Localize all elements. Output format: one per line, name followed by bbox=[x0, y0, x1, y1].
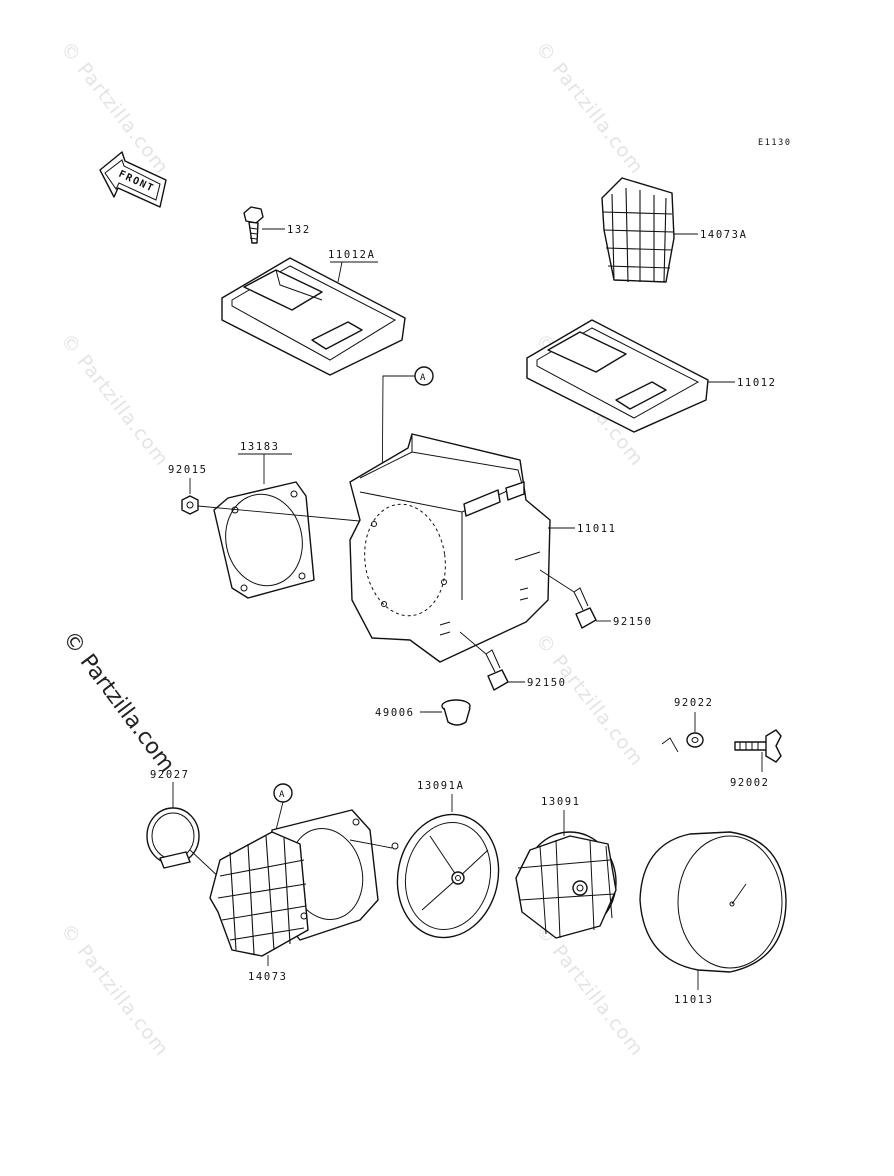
cage-13091-icon bbox=[515, 810, 617, 939]
callout-a-lower-label: A bbox=[279, 790, 286, 800]
label-92027: 92027 bbox=[150, 769, 190, 781]
watermark-6: © Partzilla.com bbox=[56, 920, 173, 1061]
grommet-49006-icon bbox=[420, 699, 471, 726]
duct-14073a-icon bbox=[601, 177, 698, 283]
label-49006: 49006 bbox=[375, 707, 415, 719]
bolt-132-icon bbox=[243, 206, 285, 244]
watermark-2: © Partzilla.com bbox=[531, 38, 648, 179]
watermark-3: © Partzilla.com bbox=[56, 330, 173, 471]
watermark-prominent: © Partzilla.com bbox=[57, 627, 179, 778]
label-11013: 11013 bbox=[674, 994, 714, 1006]
gasket-13183-icon bbox=[213, 453, 315, 599]
air-box-11011-icon bbox=[349, 433, 575, 663]
label-13091: 13091 bbox=[541, 796, 581, 808]
front-arrow-icon: FRONT bbox=[99, 151, 167, 208]
washer-92022-icon bbox=[661, 712, 704, 753]
label-132: 132 bbox=[287, 224, 311, 236]
cover-11012a-icon bbox=[221, 257, 406, 376]
watermark-7: © Partzilla.com bbox=[531, 920, 648, 1061]
wing-bolt-92002-icon bbox=[734, 729, 782, 772]
label-14073: 14073 bbox=[248, 971, 288, 983]
label-92022: 92022 bbox=[674, 697, 714, 709]
watermark-5: © Partzilla.com bbox=[531, 630, 648, 771]
diagram-code: E1130 bbox=[758, 138, 792, 148]
holder-13091a-icon bbox=[391, 794, 500, 939]
label-11012: 11012 bbox=[737, 377, 777, 389]
callout-a-lower-icon bbox=[273, 783, 293, 831]
clamp-92027-icon bbox=[146, 782, 223, 881]
label-92015: 92015 bbox=[168, 464, 208, 476]
label-92002: 92002 bbox=[730, 777, 770, 789]
label-13091a: 13091A bbox=[417, 780, 465, 792]
cover-11012-icon bbox=[526, 319, 735, 433]
label-11011: 11011 bbox=[577, 523, 617, 535]
callout-a-upper-label: A bbox=[420, 373, 427, 383]
nut-92015-icon bbox=[181, 478, 371, 523]
label-11012a: 11012A bbox=[328, 249, 376, 261]
label-92150-b: 92150 bbox=[527, 677, 567, 689]
boot-14073-icon bbox=[209, 809, 393, 966]
label-14073a: 14073A bbox=[700, 229, 748, 241]
label-92150-a: 92150 bbox=[613, 616, 653, 628]
bolt-92150-a-icon bbox=[539, 569, 611, 629]
filter-11013-icon bbox=[639, 831, 787, 990]
bolt-92150-b-icon bbox=[459, 631, 525, 691]
label-13183: 13183 bbox=[240, 441, 280, 453]
